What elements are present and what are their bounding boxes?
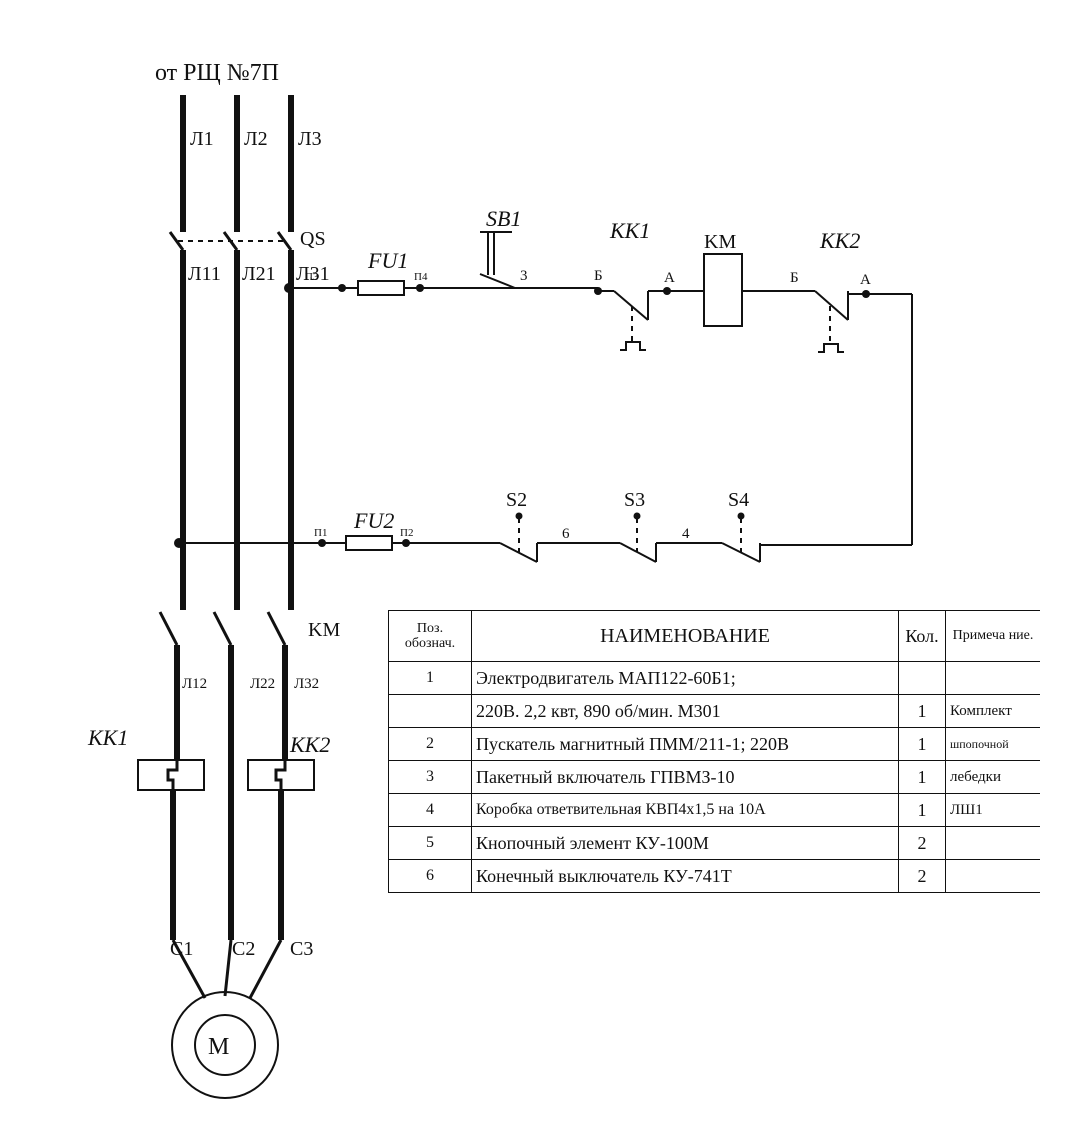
motor-lead-c1: C1 (170, 938, 193, 960)
kk2-contact-label: KK2 (819, 228, 860, 253)
qs-label: QS (300, 228, 326, 250)
fu2-label: FU2 (353, 508, 394, 533)
terminal-p4: П4 (414, 271, 428, 283)
row-qty (898, 661, 946, 695)
row-name: Коробка ответвительная КВП4х1,5 на 10А (471, 793, 899, 827)
line-label-l22: Л22 (250, 676, 275, 692)
main-bus (180, 250, 294, 610)
table-row: 1 Электродвигатель МАП122-60Б1; (388, 661, 1040, 695)
row-name: Конечный выключатель КУ-741Т (471, 859, 899, 893)
row-qty: 1 (898, 694, 946, 728)
kk1-heater-label: KK1 (87, 725, 128, 750)
kk1-contact-label: KK1 (609, 218, 650, 243)
row-qty: 1 (898, 793, 946, 827)
line-label-l3: Л3 (298, 128, 322, 150)
table-row: 4 Коробка ответвительная КВП4х1,5 на 10А… (388, 793, 1040, 827)
motor-feed (170, 645, 288, 999)
header-pos: Поз. обознач. (388, 610, 472, 662)
header-qty: Кол. (898, 610, 946, 662)
sb1-label: SB1 (486, 206, 521, 231)
control-circuit-bottom (174, 512, 912, 563)
kk2-terminal-a: А (860, 272, 871, 288)
s4-label: S4 (728, 489, 749, 511)
incoming-bus (180, 95, 294, 232)
row-pos: 1 (388, 661, 472, 695)
table-row: 2 Пускатель магнитный ПММ/211-1; 220В 1 … (388, 727, 1040, 761)
kk1-heater (137, 759, 205, 791)
kk1-terminal-a: А (664, 270, 675, 286)
kk2-terminal-b: Б (790, 270, 799, 286)
kk1-terminal-b: Б (594, 268, 603, 284)
terminal-p1: П1 (314, 527, 327, 539)
line-label-l2: Л2 (244, 128, 268, 150)
km-coil-label: KM (704, 231, 736, 253)
row-qty: 2 (898, 826, 946, 860)
s3-label: S3 (624, 489, 645, 511)
s2-label: S2 (506, 489, 527, 511)
km-main-contacts (158, 611, 287, 646)
line-label-l32: Л32 (294, 676, 319, 692)
table-row: 6 Конечный выключатель КУ-741Т 2 (388, 859, 1040, 893)
row-pos (388, 694, 472, 728)
row-pos: 5 (388, 826, 472, 860)
line-label-l11: Л11 (188, 263, 221, 285)
line-label-l31: Л31 (296, 263, 330, 285)
kk2-heater-label: KK2 (289, 732, 330, 757)
control-circuit-top (284, 231, 913, 545)
wire-6-label: 6 (562, 526, 570, 542)
line-label-l1: Л1 (190, 128, 214, 150)
row-name: 220В. 2,2 квт, 890 об/мин. М301 (471, 694, 899, 728)
fu1-label: FU1 (367, 248, 408, 273)
motor-symbol (171, 991, 279, 1099)
specification-table: Поз. обознач. НАИМЕНОВАНИЕ Кол. Примеча … (388, 610, 1040, 893)
row-name: Пускатель магнитный ПММ/211-1; 220В (471, 727, 899, 761)
row-note (945, 826, 1040, 860)
header-name: НАИМЕНОВАНИЕ (471, 610, 899, 662)
row-note (945, 859, 1040, 893)
source-label: от РЩ №7П (155, 60, 279, 86)
row-pos: 4 (388, 793, 472, 827)
wire-3-label: 3 (520, 268, 528, 284)
row-pos: 6 (388, 859, 472, 893)
line-label-l12: Л12 (182, 676, 207, 692)
row-name: Кнопочный элемент КУ-100М (471, 826, 899, 860)
row-qty: 1 (898, 727, 946, 761)
row-note: шпопочной (945, 727, 1040, 761)
row-pos: 2 (388, 727, 472, 761)
table-row: 220В. 2,2 квт, 890 об/мин. М301 1 Компле… (388, 694, 1040, 728)
qs-switch (168, 231, 293, 251)
row-note: Комплект (945, 694, 1040, 728)
row-name: Пакетный включатель ГПВМЗ-10 (471, 760, 899, 794)
table-header-row: Поз. обознач. НАИМЕНОВАНИЕ Кол. Примеча … (388, 610, 1040, 662)
motor-lead-c2: C2 (232, 938, 255, 960)
terminal-p2: П2 (400, 527, 413, 539)
motor-label: M (208, 1034, 229, 1060)
row-note: ЛШ1 (945, 793, 1040, 827)
row-pos: 3 (388, 760, 472, 794)
motor-lead-c3: C3 (290, 938, 313, 960)
line-label-l21: Л21 (242, 263, 276, 285)
row-note: лебедки (945, 760, 1040, 794)
row-qty: 2 (898, 859, 946, 893)
row-name: Электродвигатель МАП122-60Б1; (471, 661, 899, 695)
wire-4-label: 4 (682, 526, 690, 542)
row-qty: 1 (898, 760, 946, 794)
kk2-heater (247, 759, 315, 791)
table-row: 3 Пакетный включатель ГПВМЗ-10 1 лебедки (388, 760, 1040, 794)
table-row: 5 Кнопочный элемент КУ-100М 2 (388, 826, 1040, 860)
km-contacts-label: KM (308, 619, 340, 641)
row-note (945, 661, 1040, 695)
header-note: Примеча ние. (945, 610, 1040, 662)
terminal-p3: П3 (305, 271, 319, 283)
